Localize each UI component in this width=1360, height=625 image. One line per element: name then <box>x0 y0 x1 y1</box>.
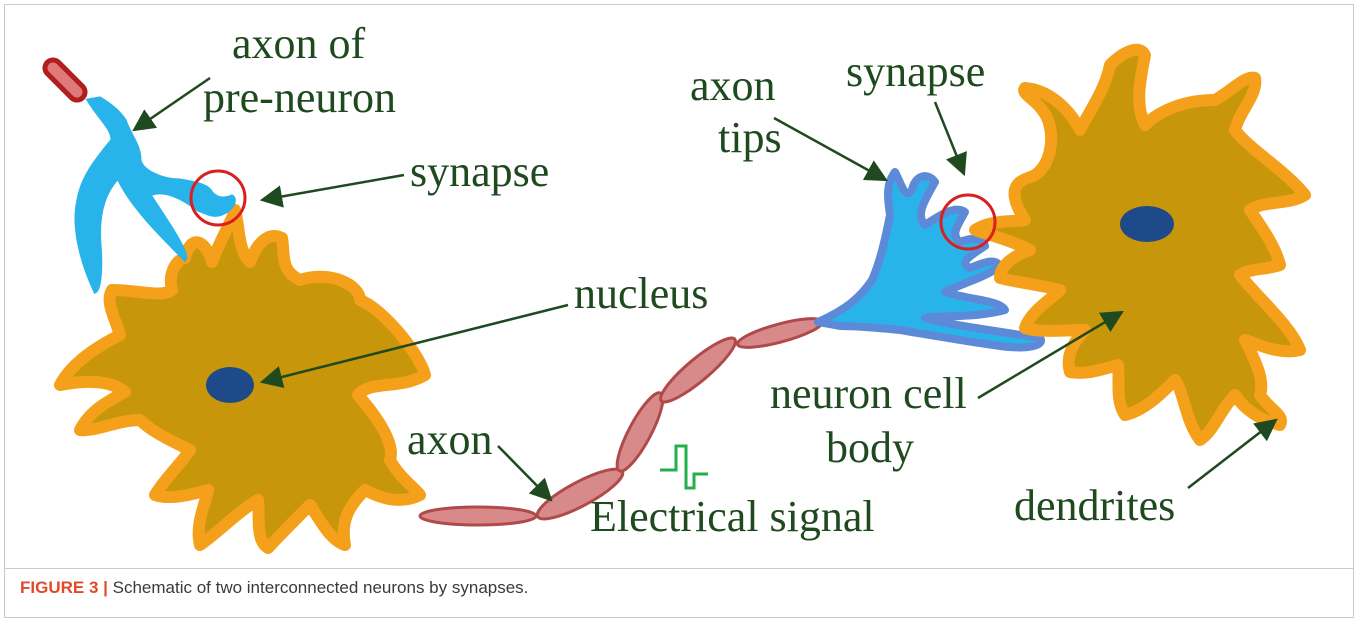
arrow-axon-tips <box>774 118 886 180</box>
myelin-segment <box>654 331 742 410</box>
label-axon-of: axon of <box>232 19 366 68</box>
right-nucleus <box>1120 206 1174 242</box>
label-axon: axon <box>407 415 493 464</box>
neuron-diagram: axon of pre-neuron synapse nucleus axon … <box>0 0 1360 570</box>
arrow-synapse-left <box>262 175 404 200</box>
label-synapse-left: synapse <box>410 147 549 196</box>
figure-caption: FIGURE 3 | Schematic of two interconnect… <box>20 578 1340 598</box>
label-nucleus: nucleus <box>574 269 708 318</box>
arrow-axon <box>498 446 551 500</box>
label-dendrites: dendrites <box>1014 481 1175 530</box>
pre-neuron-terminal <box>42 57 89 104</box>
left-neuron <box>60 210 425 548</box>
label-neuron-cell: neuron cell <box>770 369 967 418</box>
label-pre-neuron: pre-neuron <box>203 73 396 122</box>
right-cell-body <box>975 50 1305 440</box>
label-body: body <box>826 423 914 472</box>
arrow-pre-neuron <box>134 78 210 130</box>
left-nucleus <box>206 367 254 403</box>
figure-number: FIGURE 3 | <box>20 578 108 597</box>
label-axon-tips-tips: tips <box>718 113 782 162</box>
myelin-segment <box>735 313 825 353</box>
myelin-segment <box>420 507 536 525</box>
caption-text: Schematic of two interconnected neurons … <box>108 578 529 597</box>
right-neuron <box>975 50 1305 440</box>
arrow-synapse-right <box>935 102 964 174</box>
electrical-signal-icon <box>660 446 708 488</box>
label-axon-tips-axon: axon <box>690 61 776 110</box>
caption-separator <box>5 568 1353 569</box>
label-electrical-signal: Electrical signal <box>590 492 875 541</box>
label-synapse-right: synapse <box>846 47 985 96</box>
